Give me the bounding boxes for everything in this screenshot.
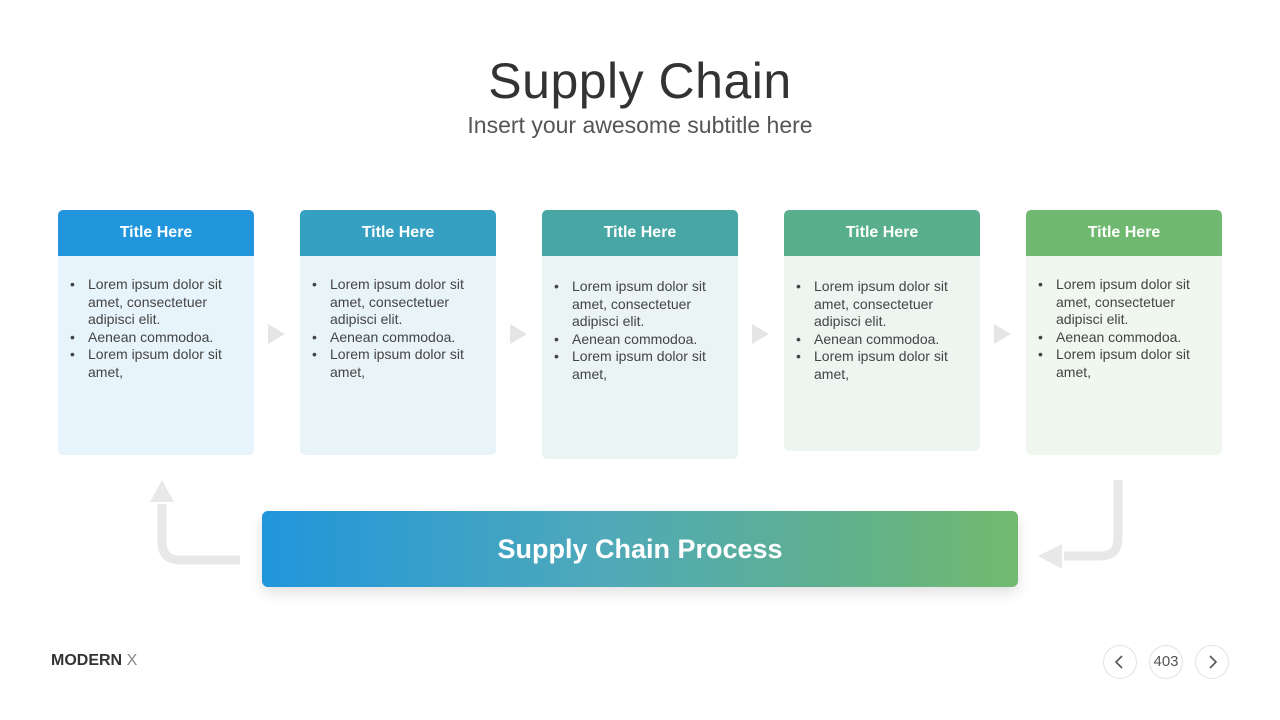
- bullet-item: Aenean commodoa.: [70, 329, 240, 347]
- step-card-title: Title Here: [58, 210, 254, 256]
- prev-slide-button[interactable]: [1103, 645, 1137, 679]
- brand-suffix: X: [126, 652, 138, 669]
- bullet-item: Lorem ipsum dolor sit amet, consectetuer…: [312, 276, 482, 329]
- step-card-body: Lorem ipsum dolor sit amet, consectetuer…: [784, 256, 980, 451]
- step-card-bullets: Lorem ipsum dolor sit amet, consectetuer…: [554, 278, 724, 383]
- slide-title: Supply Chain: [488, 53, 792, 109]
- step-card-title: Title Here: [542, 210, 738, 256]
- chevron-right-icon: [1209, 655, 1218, 669]
- bullet-item: Aenean commodoa.: [554, 331, 724, 349]
- step-card-1: Title Here Lorem ipsum dolor sit amet, c…: [58, 210, 254, 455]
- step-arrow-right-icon: [752, 324, 769, 344]
- step-card-bullets: Lorem ipsum dolor sit amet, consectetuer…: [312, 276, 482, 381]
- bullet-item: Lorem ipsum dolor sit amet, consectetuer…: [554, 278, 724, 331]
- step-card-5: Title Here Lorem ipsum dolor sit amet, c…: [1026, 210, 1222, 455]
- bullet-item: Lorem ipsum dolor sit amet,: [554, 348, 724, 383]
- chevron-left-icon: [1114, 655, 1123, 669]
- brand-logo: MODERN X: [51, 652, 137, 670]
- slide-subtitle: Insert your awesome subtitle here: [467, 112, 813, 138]
- step-card-bullets: Lorem ipsum dolor sit amet, consectetuer…: [1038, 276, 1208, 381]
- step-arrow-right-icon: [994, 324, 1011, 344]
- step-card-4: Title Here Lorem ipsum dolor sit amet, c…: [784, 210, 980, 451]
- step-card-bullets: Lorem ipsum dolor sit amet, consectetuer…: [70, 276, 240, 381]
- step-card-body: Lorem ipsum dolor sit amet, consectetuer…: [542, 256, 738, 459]
- page-number: 403: [1149, 645, 1183, 679]
- step-card-body: Lorem ipsum dolor sit amet, consectetuer…: [58, 256, 254, 455]
- return-arrow-left-icon: [1038, 480, 1123, 569]
- process-banner: Supply Chain Process: [262, 511, 1018, 587]
- bullet-item: Lorem ipsum dolor sit amet, consectetuer…: [70, 276, 240, 329]
- bullet-item: Aenean commodoa.: [312, 329, 482, 347]
- bullet-item: Lorem ipsum dolor sit amet, consectetuer…: [796, 278, 966, 331]
- bullet-item: Lorem ipsum dolor sit amet,: [312, 346, 482, 381]
- bullet-item: Lorem ipsum dolor sit amet,: [70, 346, 240, 381]
- brand-name: MODERN: [51, 652, 123, 669]
- step-arrow-right-icon: [268, 324, 285, 344]
- step-card-body: Lorem ipsum dolor sit amet, consectetuer…: [1026, 256, 1222, 455]
- step-card-title: Title Here: [1026, 210, 1222, 256]
- bullet-item: Lorem ipsum dolor sit amet, consectetuer…: [1038, 276, 1208, 329]
- step-card-3: Title Here Lorem ipsum dolor sit amet, c…: [542, 210, 738, 459]
- bullet-item: Lorem ipsum dolor sit amet,: [796, 348, 966, 383]
- bullet-item: Aenean commodoa.: [796, 331, 966, 349]
- next-slide-button[interactable]: [1195, 645, 1229, 679]
- step-card-bullets: Lorem ipsum dolor sit amet, consectetuer…: [796, 278, 966, 383]
- bullet-item: Aenean commodoa.: [1038, 329, 1208, 347]
- step-card-2: Title Here Lorem ipsum dolor sit amet, c…: [300, 210, 496, 455]
- step-arrow-right-icon: [510, 324, 527, 344]
- bullet-item: Lorem ipsum dolor sit amet,: [1038, 346, 1208, 381]
- return-arrow-up-icon: [150, 480, 240, 565]
- step-card-title: Title Here: [300, 210, 496, 256]
- step-card-body: Lorem ipsum dolor sit amet, consectetuer…: [300, 256, 496, 455]
- step-card-title: Title Here: [784, 210, 980, 256]
